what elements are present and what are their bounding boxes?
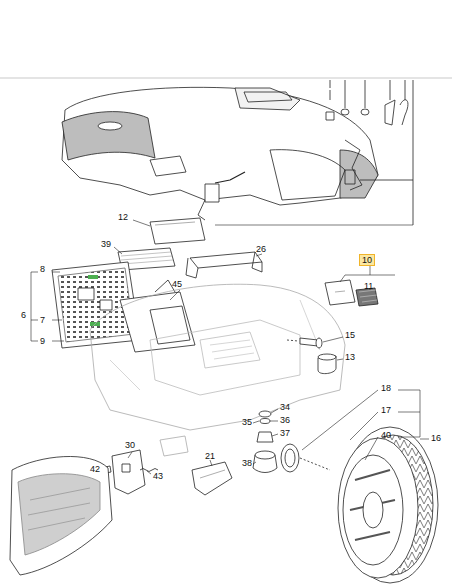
callout-number: 40	[381, 430, 391, 440]
callout-number: 12	[118, 212, 128, 222]
callout-number: 9	[40, 336, 45, 346]
callout-number: 38	[242, 458, 252, 468]
callout-number: 30	[125, 440, 135, 450]
callout-number: 6	[21, 310, 26, 320]
callout-number: 18	[381, 383, 391, 393]
callout-number: 42	[90, 464, 100, 474]
callout-number: 8	[40, 264, 45, 274]
callout-number: 45	[172, 279, 182, 289]
callout-number: 34	[280, 402, 290, 412]
callout-number: 36	[280, 415, 290, 425]
callout-number: 16	[431, 433, 441, 443]
callout-number: 13	[345, 352, 355, 362]
callout-number: 39	[101, 239, 111, 249]
callout-number: 17	[381, 405, 391, 415]
callout-number: 11	[364, 281, 373, 291]
callout-number: 10	[359, 254, 375, 266]
callout-number: 37	[280, 428, 290, 438]
callout-number: 26	[256, 244, 266, 254]
callout-number: 21	[205, 451, 215, 461]
callout-number: 7	[40, 315, 45, 325]
callout-number: 15	[345, 330, 355, 340]
callout-number: 43	[153, 471, 163, 481]
callout-number: 35	[242, 417, 252, 427]
